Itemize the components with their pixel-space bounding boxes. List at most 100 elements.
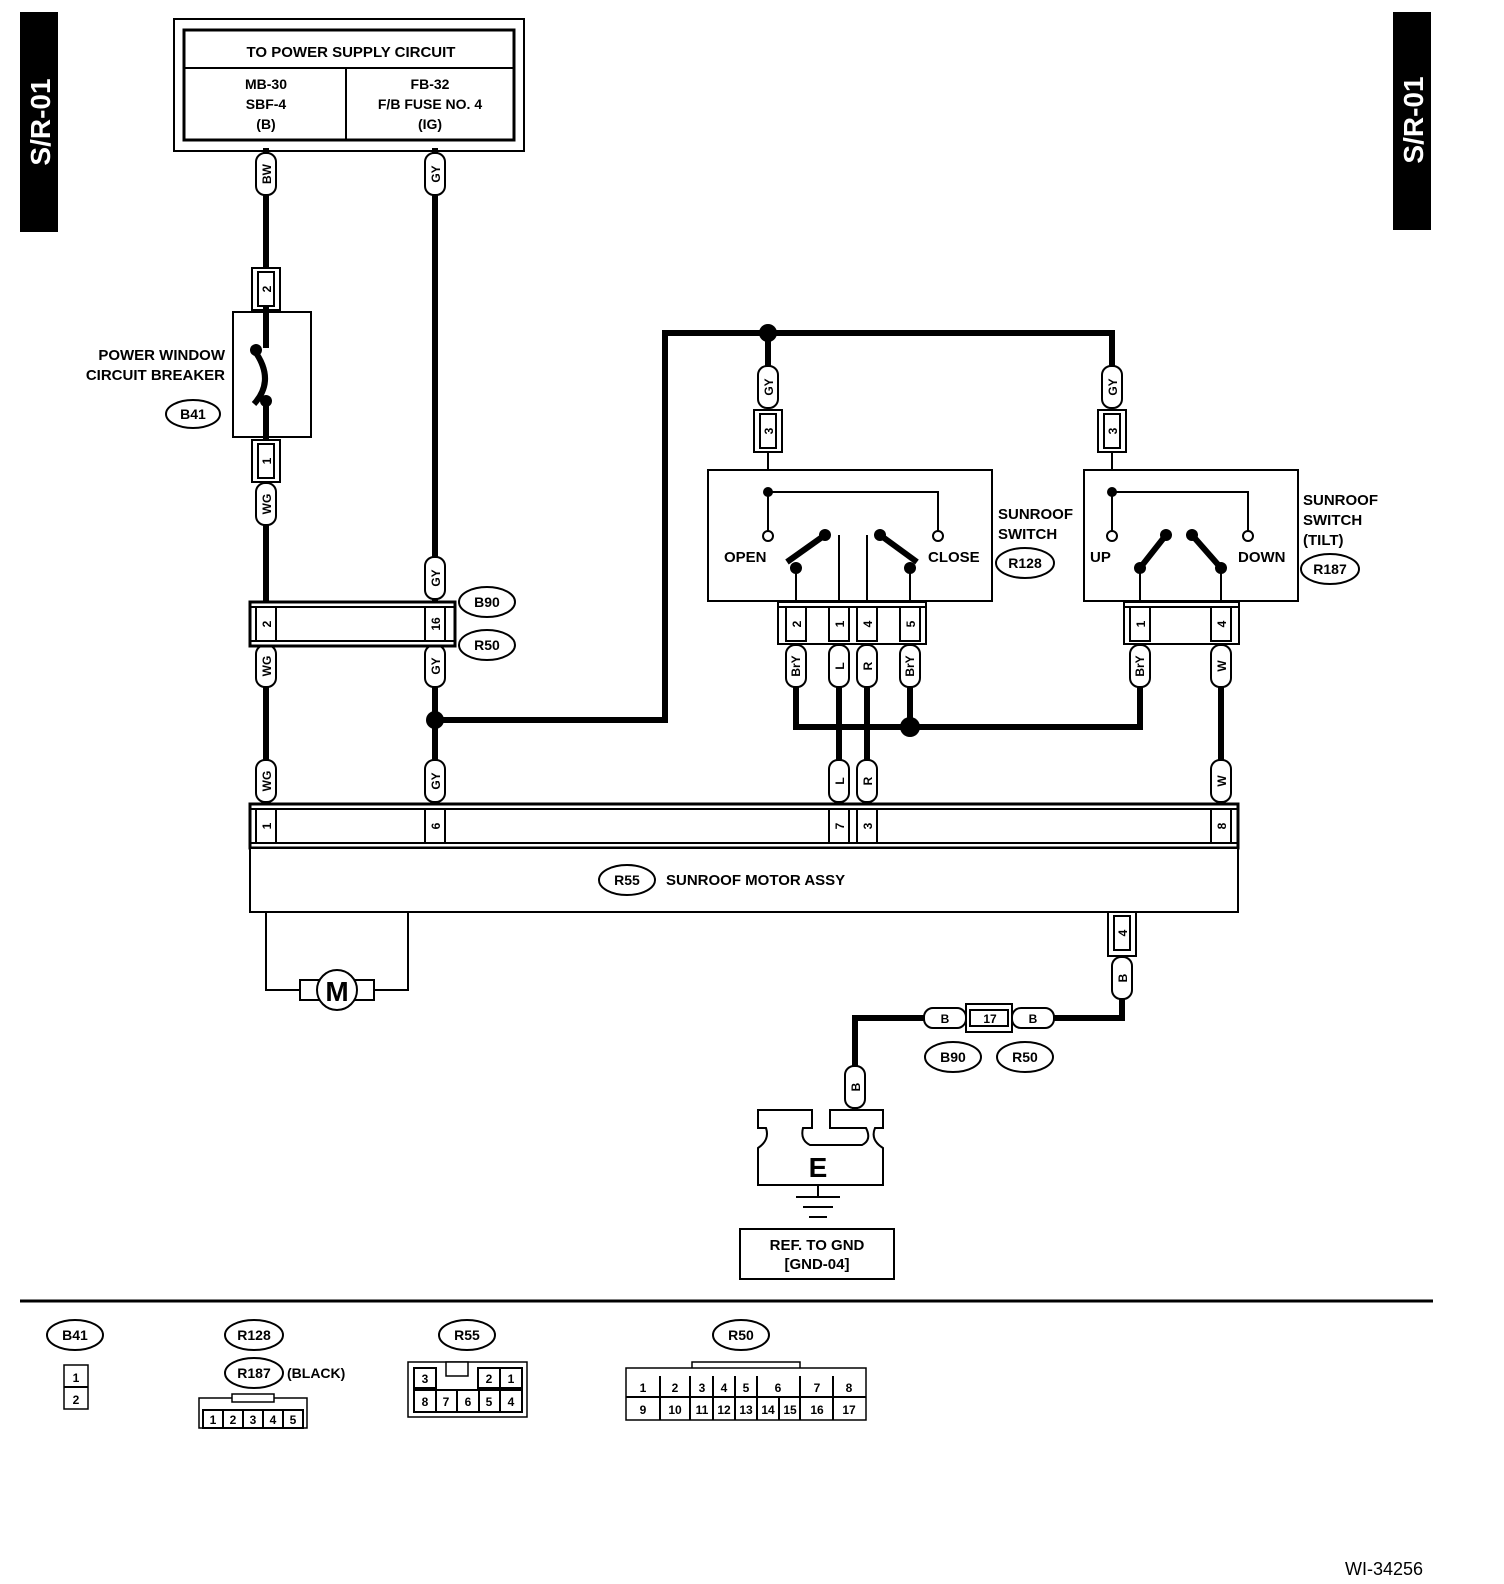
right-side-tab: S/R-01 [1393, 12, 1431, 230]
joint-connector-a: B90 [474, 594, 500, 610]
legend-r50-pin17: 17 [842, 1403, 856, 1417]
sw1-title-line1: SUNROOF [998, 506, 1073, 523]
sw2-title-line2: SWITCH [1303, 512, 1362, 529]
wire-tag-l-1-text: L [833, 662, 847, 669]
legend-b41: B41 1 2 [46, 1319, 104, 1410]
sw1-pin-c: 4 [861, 620, 875, 627]
power-supply-right-line2: F/B FUSE NO. 4 [378, 96, 482, 112]
wire-tag-gy-sw1-text: GY [762, 378, 776, 395]
sunroof-switch-open-close: 3 OPEN CLOSE SUNROOF SWITCH R128 2 1 4 5 [707, 409, 1073, 645]
wire-tag-gy-2-text: GY [429, 657, 443, 674]
sw2-connector-label: R187 [1313, 561, 1347, 577]
wire-tag-r-2: R [856, 759, 878, 803]
legend-r187-pin3: 3 [250, 1413, 257, 1427]
wire-tag-bry-2-text: BrY [903, 655, 917, 676]
legend-r50-pin4: 4 [721, 1381, 728, 1395]
wire-tag-bry-3: BrY [1129, 644, 1151, 688]
wire-tag-l-1: L [828, 644, 850, 688]
legend-r55-pin3: 3 [422, 1372, 429, 1386]
power-supply-left-line2: SBF-4 [246, 96, 287, 112]
junction-dot-bry [900, 717, 920, 737]
legend-r50-top-dividers [659, 1376, 834, 1420]
legend-r128-r187: R128 R187 (BLACK) 1 2 3 4 5 [198, 1319, 345, 1429]
wire-tag-b-2: B [923, 1007, 967, 1029]
power-supply-box: TO POWER SUPPLY CIRCUIT MB-30 SBF-4 (B) … [173, 18, 525, 152]
left-side-tab-label: S/R-01 [25, 78, 56, 165]
wire-tag-b-4-text: B [849, 1082, 863, 1091]
junction-dot-top [759, 324, 777, 342]
legend-r50: R50 1 2 3 4 5 6 7 8 9 10 1 [625, 1319, 867, 1421]
ground-symbol-e: E [809, 1152, 828, 1183]
wire-tag-wg-3: WG [255, 759, 277, 803]
wire-tag-bry-1: BrY [785, 644, 807, 688]
wire-tag-l-2: L [828, 759, 850, 803]
ground-joint-connector: 17 B90 R50 [924, 1003, 1054, 1073]
legend-r50-pin11: 11 [696, 1403, 709, 1417]
legend-r55-pin8: 8 [422, 1395, 429, 1409]
power-supply-left-line1: MB-30 [245, 76, 287, 92]
wire-tag-wg-1: WG [255, 482, 277, 526]
sw2-title-line1: SUNROOF [1303, 492, 1378, 509]
wire-tag-gy-sw2: GY [1101, 365, 1123, 409]
sw1-pin-a: 2 [790, 620, 804, 627]
legend-r50-pin15: 15 [783, 1403, 797, 1417]
legend-r55-pin5: 5 [486, 1395, 493, 1409]
sw2-pin-a: 1 [1134, 620, 1148, 627]
breaker-connector-label: B41 [180, 406, 206, 422]
legend-r50-pin8: 8 [846, 1381, 853, 1395]
ground-joint-connector-b: R50 [1012, 1049, 1038, 1065]
wire-tag-b-3-text: B [1029, 1012, 1038, 1026]
wire-tag-bry-2: BrY [899, 644, 921, 688]
wire-tag-b-1-text: B [1116, 973, 1130, 982]
joint-connector-b90-r50: 2 16 B90 R50 [248, 586, 516, 661]
legend-r50-pin6: 6 [775, 1381, 782, 1395]
wire-tag-gy-top-text: GY [429, 165, 443, 182]
power-supply-left-line3: (B) [256, 116, 275, 132]
motor-pin-1: 1 [260, 822, 274, 829]
wire-tag-wg-2-text: WG [260, 656, 274, 677]
legend-r187-pin1: 1 [210, 1413, 217, 1427]
wire-tag-b-1: B [1111, 956, 1133, 1000]
sunroof-motor-assy: 1 6 7 3 8 R55 SUNROOF MOTOR ASSY M 4 [248, 802, 1240, 1011]
legend-r55: R55 3 2 1 8 7 6 5 4 [407, 1319, 528, 1418]
sw1-open-label: OPEN [724, 549, 767, 566]
wire-tag-gy-sw2-text: GY [1106, 378, 1120, 395]
legend-r50-pin14: 14 [761, 1403, 775, 1417]
sw1-title-line2: SWITCH [998, 526, 1057, 543]
sw2-up-label: UP [1090, 549, 1111, 566]
legend-r55-pin2: 2 [486, 1372, 493, 1386]
wire-tag-l-2-text: L [833, 777, 847, 784]
wire-tag-gy-joint-text: GY [429, 569, 443, 586]
wire-tag-gy-sw1: GY [757, 365, 779, 409]
legend-r50-label: R50 [728, 1327, 754, 1343]
power-supply-right-line1: FB-32 [411, 76, 450, 92]
wire-tag-bw-text: BW [260, 163, 274, 184]
wire-tag-gy-top: GY [424, 152, 446, 196]
power-supply-header: TO POWER SUPPLY CIRCUIT [247, 44, 456, 61]
legend-r187-pin5: 5 [290, 1413, 297, 1427]
power-supply-right-line3: (IG) [418, 116, 442, 132]
wire-tag-r-2-text: R [861, 776, 875, 785]
ground-ref-line1: REF. TO GND [770, 1237, 865, 1254]
legend-r50-pin5: 5 [743, 1381, 750, 1395]
wire-tag-wg-1-text: WG [260, 494, 274, 515]
joint-pin-left: 2 [260, 620, 274, 627]
wire-tag-r-1: R [856, 644, 878, 688]
legend-r50-pin3: 3 [699, 1381, 706, 1395]
legend-r55-pin1: 1 [508, 1372, 515, 1386]
sw1-pin-top: 3 [762, 427, 776, 434]
sw2-down-label: DOWN [1238, 549, 1286, 566]
ground-ref-line2: [GND-04] [784, 1256, 849, 1273]
legend-r50-pin13: 13 [739, 1403, 753, 1417]
wire-tag-w-2: W [1210, 759, 1232, 803]
legend-r50-pin2: 2 [672, 1381, 679, 1395]
motor-pin-4: 4 [1116, 929, 1130, 936]
breaker-pin-bottom: 1 [260, 457, 274, 464]
sw2-pin-b: 4 [1215, 620, 1229, 627]
wire-tag-gy-3-text: GY [429, 772, 443, 789]
legend-r50-pin10: 10 [668, 1403, 682, 1417]
legend-r55-pin4: 4 [508, 1395, 515, 1409]
motor-pin-3: 3 [861, 822, 875, 829]
wire-tag-bw: BW [255, 152, 277, 196]
motor-pin-6: 6 [429, 822, 443, 829]
